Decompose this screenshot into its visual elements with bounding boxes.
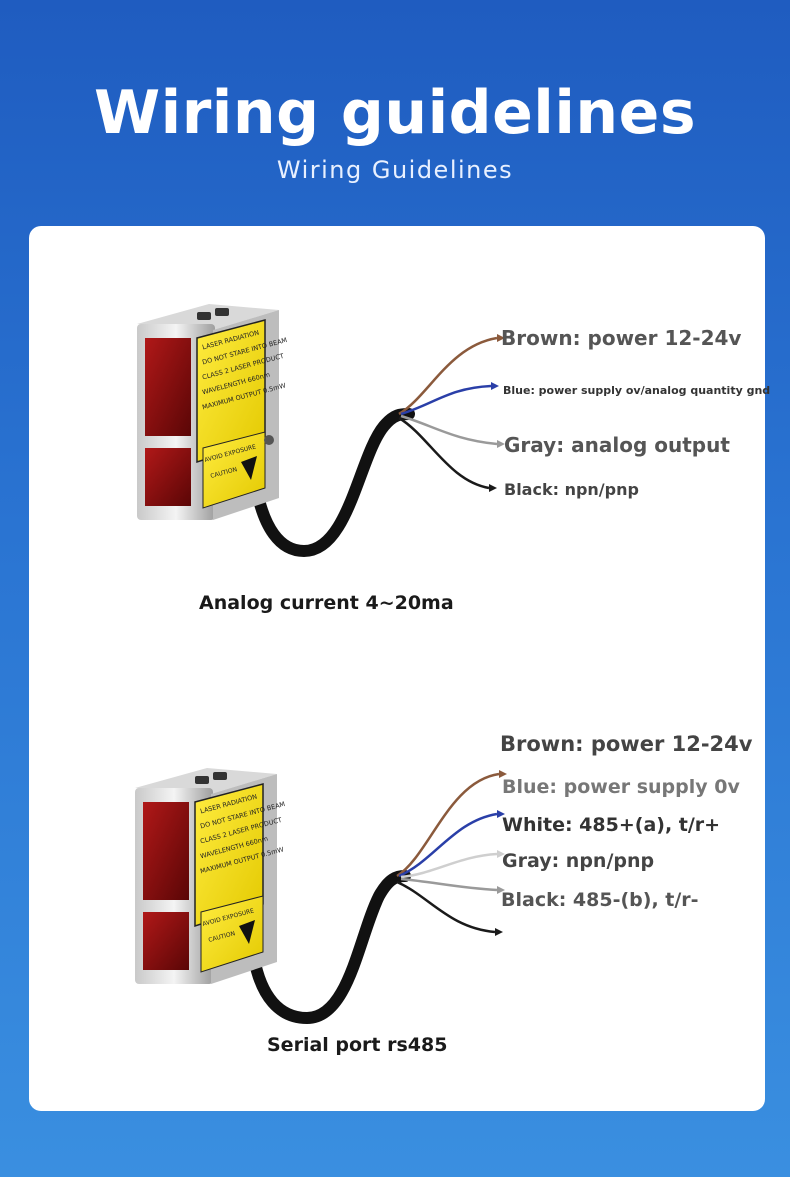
wire-label-brown: Brown: power 12-24v [501,326,742,350]
wire-black [398,416,490,490]
wire-label-brown: Brown: power 12-24v [500,732,753,756]
wire-end-marker [497,440,505,448]
wire-brown [398,336,498,416]
wire-blue [398,812,498,878]
wire-label-gray: Gray: npn/pnp [502,850,655,872]
wire-label-blue: Blue: power supply ov/analog quantity gn… [503,384,771,397]
wire-gray [400,877,498,892]
wire-end-marker [499,770,507,778]
wire-end-marker [489,484,497,492]
wire-label-black: Black: npn/pnp [504,480,639,499]
wire-end-marker [497,886,505,894]
wire-end-marker [497,850,505,858]
wire-label-black: Black: 485-(b), t/r- [501,889,699,911]
wire-end-marker [491,382,499,390]
diagram-caption-rs485: Serial port rs485 [267,1034,448,1056]
wire-gray [400,414,498,446]
diagram-caption-analog: Analog current 4~20ma [199,592,454,614]
wire-end-marker [495,928,503,936]
wire-end-marker [497,810,505,818]
wire-blue [400,384,492,416]
wire-label-blue: Blue: power supply 0v [502,776,740,798]
page-title: Wiring guidelines [93,78,697,148]
wire-end-marker [497,334,505,342]
wire-white [400,852,498,879]
sensor-body [137,304,279,520]
cable [248,870,411,1025]
wire-label-gray: Gray: analog output [504,433,730,457]
page-subtitle: Wiring Guidelines [276,156,514,184]
cable [251,408,415,558]
wire-brown [396,772,500,878]
sensor-body [135,768,277,984]
wire-label-white: White: 485+(a), t/r+ [502,814,721,836]
wire-black [396,880,496,934]
